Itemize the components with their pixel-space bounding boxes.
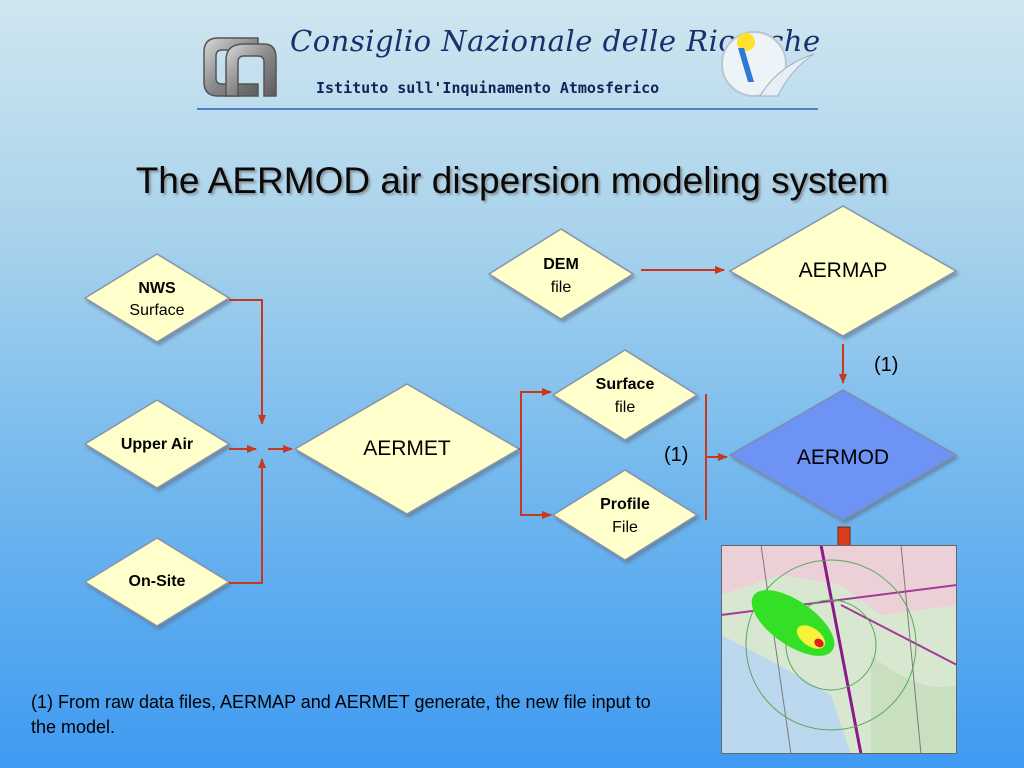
nws-label-line1: NWS: [138, 280, 176, 297]
profile-file-label-line1: Profile: [600, 496, 650, 513]
surface-file-label-line1: Surface: [595, 376, 655, 393]
node-aermod: [728, 389, 958, 521]
nws-label-line2: Surface: [129, 302, 185, 319]
note-marker-aermap: (1): [874, 354, 899, 376]
upper-air-label: Upper Air: [120, 436, 194, 453]
node-aermap: [728, 205, 958, 337]
node-on-site: [83, 537, 231, 627]
connector-on-site-to-aermet: [229, 458, 266, 584]
institute-name: Istituto sull'Inquinamento Atmosferico: [316, 79, 660, 97]
dispersion-map-image: [721, 545, 957, 754]
footnote: (1) From raw data files, AERMAP and AERM…: [31, 692, 651, 737]
dem-label-line1: DEM: [543, 256, 579, 273]
on-site-label: On-Site: [128, 573, 186, 590]
surface-file-label-line2: file: [614, 399, 636, 416]
node-dem-file: [487, 228, 635, 320]
connector-aermet-split: [519, 388, 552, 450]
connector-nws-to-aermet: [229, 299, 266, 425]
iia-bird-sun-icon: [721, 31, 815, 97]
aermod-label: AERMOD: [796, 446, 890, 469]
header-divider: [197, 108, 818, 110]
node-aermet: [293, 383, 521, 515]
profile-file-label-line2: File: [612, 519, 638, 536]
note-marker-met-files: (1): [664, 444, 689, 466]
connector-aermet-to-profile: [520, 449, 552, 519]
node-surface-file: [551, 349, 699, 441]
slide-title: The AERMOD air dispersion modeling syste…: [135, 160, 889, 201]
node-profile-file: [551, 469, 699, 561]
aermap-label: AERMAP: [798, 259, 888, 282]
header: Consiglio Nazionale delle Ricerche Istit…: [0, 0, 1024, 115]
cnr-logo-icon: [203, 37, 277, 97]
dem-label-line2: file: [550, 279, 572, 296]
node-nws-surface: [83, 253, 231, 343]
node-upper-air: [83, 399, 231, 489]
aermet-label: AERMET: [363, 437, 451, 460]
